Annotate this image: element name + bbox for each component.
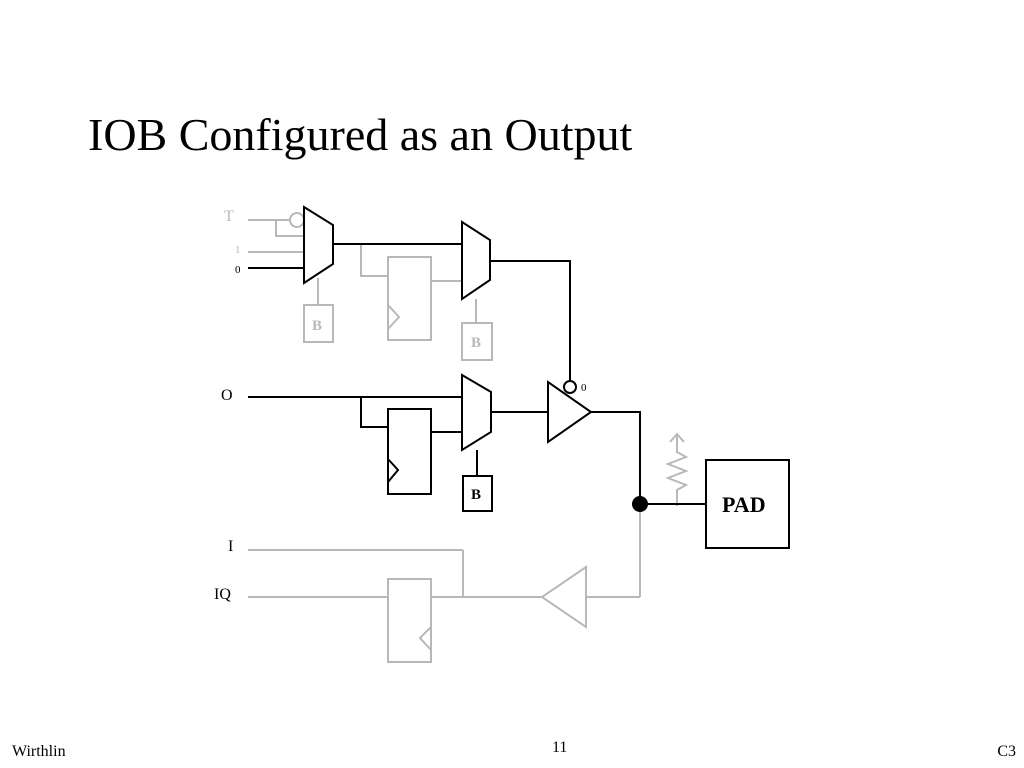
tristate-mux-2 bbox=[461, 220, 491, 301]
tristate-enable-bubble bbox=[563, 380, 577, 394]
footer-course: C3 bbox=[997, 743, 1016, 760]
signal-label-iq: IQ bbox=[214, 586, 231, 603]
inactive-paths bbox=[248, 212, 689, 663]
signal-label-i: I bbox=[228, 538, 233, 555]
active-paths bbox=[248, 205, 790, 549]
signal-label-one: 1 bbox=[235, 244, 241, 256]
slide-number: 11 bbox=[552, 739, 568, 756]
pad-label: PAD bbox=[722, 492, 766, 517]
output-flip-flop bbox=[387, 408, 432, 495]
config-label-b2: B bbox=[471, 335, 481, 351]
pad-junction-dot bbox=[632, 496, 648, 512]
signal-label-t: T bbox=[224, 208, 234, 225]
signal-label-o: O bbox=[221, 387, 233, 404]
t-inverter-bubble bbox=[289, 212, 305, 228]
select-config-box-2 bbox=[461, 322, 493, 361]
config-label-b3: B bbox=[471, 487, 481, 503]
tristate-mux-1 bbox=[303, 205, 334, 285]
input-flip-flop bbox=[387, 578, 432, 663]
select-config-box-1 bbox=[303, 304, 334, 343]
output-buffer bbox=[547, 380, 593, 444]
footer-author: Wirthlin bbox=[12, 743, 66, 760]
pad-box bbox=[705, 459, 790, 549]
slide-title: IOB Configured as an Output bbox=[88, 109, 633, 160]
pullup-resistor bbox=[665, 436, 689, 506]
select-config-box-3 bbox=[462, 475, 493, 512]
input-buffer bbox=[540, 565, 587, 629]
signal-label-zero: 0 bbox=[235, 264, 241, 276]
output-mux bbox=[461, 373, 492, 452]
config-label-b1: B bbox=[312, 318, 322, 334]
tristate-zero-label: 0 bbox=[581, 382, 587, 394]
tristate-flip-flop bbox=[387, 256, 432, 341]
